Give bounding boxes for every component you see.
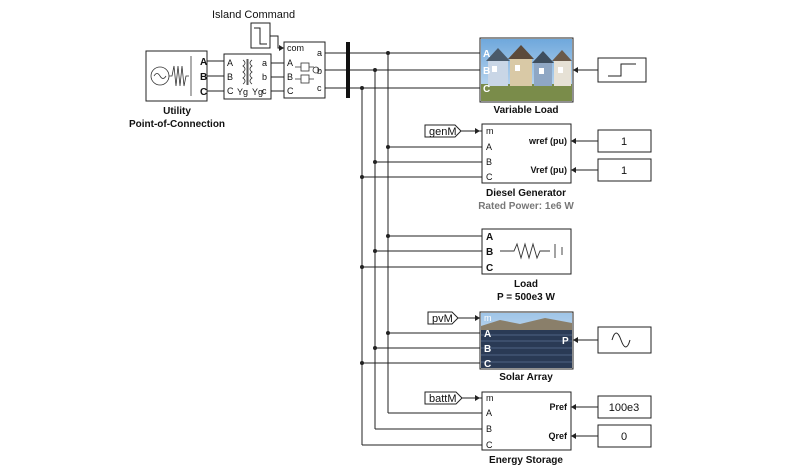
- utility-source-block[interactable]: A B C: [145, 50, 208, 102]
- variable-load-block[interactable]: A B C: [479, 37, 574, 103]
- storage-port-b: B: [486, 424, 492, 434]
- solar-port-b: B: [484, 344, 491, 355]
- sine-wave-icon: [611, 332, 631, 348]
- diesel-generator-block[interactable]: m A B C wref (pu) Vref (pu): [481, 123, 572, 184]
- load-port-b: B: [486, 247, 493, 258]
- pv-tag[interactable]: pvM: [427, 311, 459, 325]
- transformer-port-c-in: C: [227, 86, 234, 96]
- transformer-port-b-in: B: [227, 72, 233, 82]
- diesel-input-vref-label: Vref (pu): [530, 165, 567, 175]
- variable-load-port-a: A: [483, 49, 490, 60]
- step-icon: [254, 27, 267, 45]
- load-block[interactable]: A B C: [481, 228, 572, 275]
- transformer-port-a-in: A: [227, 58, 233, 68]
- breaker-port-b-in: B: [287, 72, 293, 82]
- load-port-a: A: [486, 232, 493, 243]
- transformer-coil-icon: [242, 59, 253, 85]
- wref-constant-value: 1: [621, 136, 627, 148]
- variable-load-title: Variable Load: [493, 105, 558, 116]
- gen-tag-label: genM: [429, 126, 457, 138]
- energy-storage-block[interactable]: m A B C Pref Qref: [481, 391, 572, 451]
- vref-constant-value: 1: [621, 165, 627, 177]
- solar-port-c: C: [484, 359, 491, 370]
- breaker-port-c-in: C: [287, 86, 294, 96]
- resistor-icon: [500, 242, 563, 260]
- batt-tag[interactable]: battM: [424, 391, 463, 405]
- vref-constant-block[interactable]: 1: [597, 158, 652, 182]
- breaker-port-c-out: c: [317, 83, 322, 93]
- sine-source-block[interactable]: [597, 326, 652, 354]
- pref-constant-value: 100e3: [609, 402, 640, 414]
- storage-port-m: m: [486, 393, 494, 403]
- batt-tag-label: battM: [429, 393, 457, 405]
- solar-panels-image: [481, 313, 572, 368]
- utility-source-icon: [150, 56, 192, 96]
- utility-title-line2: Point-of-Connection: [129, 119, 225, 130]
- pref-constant-block[interactable]: 100e3: [597, 395, 652, 419]
- storage-title: Energy Storage: [489, 455, 563, 466]
- breaker-port-a-out: a: [317, 48, 322, 58]
- breaker-switch-icon: [295, 62, 320, 84]
- island-command-label: Island Command: [212, 9, 295, 21]
- diesel-input-wref-label: wref (pu): [528, 136, 567, 146]
- step-source-block[interactable]: [597, 57, 647, 83]
- transformer-port-c-out: c: [262, 86, 267, 96]
- breaker-port-com: com: [287, 43, 304, 53]
- qref-constant-value: 0: [621, 431, 627, 443]
- utility-title-line1: Utility: [163, 106, 191, 117]
- wref-constant-block[interactable]: 1: [597, 129, 652, 153]
- solar-port-p: P: [562, 336, 569, 347]
- diesel-port-a: A: [486, 142, 492, 152]
- gen-tag[interactable]: genM: [424, 124, 462, 138]
- utility-port-a: A: [200, 57, 207, 68]
- breaker-port-b-out: b: [317, 66, 322, 76]
- transformer-port-a-out: a: [262, 58, 267, 68]
- utility-port-c: C: [200, 87, 207, 98]
- diesel-subtitle: Rated Power: 1e6 W: [478, 201, 574, 212]
- junction-dots: [360, 51, 390, 365]
- breaker-block[interactable]: com A B C a b c: [283, 41, 326, 99]
- storage-input-pref-label: Pref: [549, 402, 568, 412]
- diesel-port-m: m: [486, 126, 494, 136]
- storage-port-c: C: [486, 440, 493, 450]
- solar-port-m: m: [484, 313, 492, 323]
- breaker-port-a-in: A: [287, 58, 293, 68]
- qref-constant-block[interactable]: 0: [597, 424, 652, 448]
- utility-port-b: B: [200, 72, 207, 83]
- transformer-winding-left: Yg: [237, 87, 248, 97]
- pv-tag-label: pvM: [432, 313, 453, 325]
- island-command-block[interactable]: Island Command: [212, 9, 295, 49]
- transformer-winding-right: Yg: [252, 87, 263, 97]
- transformer-block[interactable]: A B C a b c Yg Yg: [223, 53, 272, 100]
- storage-port-a: A: [486, 408, 492, 418]
- solar-title: Solar Array: [499, 372, 553, 383]
- step-icon: [608, 63, 636, 77]
- diesel-port-b: B: [486, 157, 492, 167]
- load-title: Load: [514, 279, 538, 290]
- diesel-title: Diesel Generator: [486, 188, 566, 199]
- variable-load-port-b: B: [483, 66, 490, 77]
- solar-array-block[interactable]: m A B C P: [479, 311, 574, 370]
- load-subtitle: P = 500e3 W: [497, 292, 555, 303]
- solar-port-a: A: [484, 329, 491, 340]
- diesel-port-c: C: [486, 172, 493, 182]
- storage-input-qref-label: Qref: [548, 431, 568, 441]
- houses-image: [481, 39, 572, 101]
- arrowheads: [279, 45, 578, 439]
- variable-load-port-c: C: [483, 84, 490, 95]
- load-port-c: C: [486, 263, 493, 274]
- bus-bar[interactable]: [346, 42, 350, 98]
- wires: [207, 35, 598, 446]
- transformer-port-b-out: b: [262, 72, 267, 82]
